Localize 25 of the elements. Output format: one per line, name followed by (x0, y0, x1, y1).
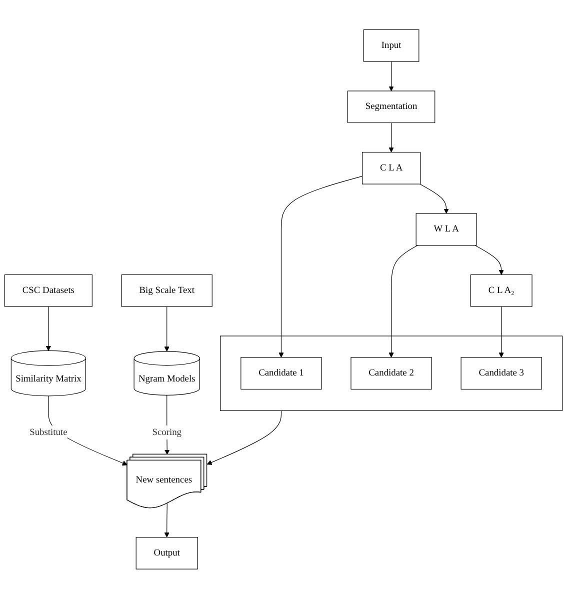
edge-label: Scoring (152, 426, 182, 437)
arrow (420, 183, 449, 214)
arrow (388, 244, 418, 358)
node-box: Candidate 1 (240, 356, 322, 390)
node-box: Output (136, 536, 198, 569)
arrow (278, 176, 363, 358)
cluster (220, 335, 563, 411)
arrow (388, 60, 394, 91)
node-box: Candidate 3 (460, 356, 542, 390)
node-box: C L A₂ (470, 274, 532, 306)
node-box: C L A (362, 152, 421, 184)
node-box: W L A (416, 212, 477, 246)
arrow (164, 502, 170, 538)
edge-label: Substitute (30, 426, 68, 437)
arrow (206, 410, 282, 464)
node-box: CSC Datasets (4, 274, 92, 306)
node-box: Big Scale Text (121, 274, 212, 306)
arrow (46, 306, 52, 351)
arrow (164, 306, 170, 352)
node-box: Candidate 2 (350, 356, 432, 390)
arrow (474, 244, 504, 275)
node-box: Segmentation (347, 90, 436, 123)
arrow (388, 122, 394, 152)
arrow (498, 306, 504, 358)
node-box: Input (363, 29, 420, 62)
